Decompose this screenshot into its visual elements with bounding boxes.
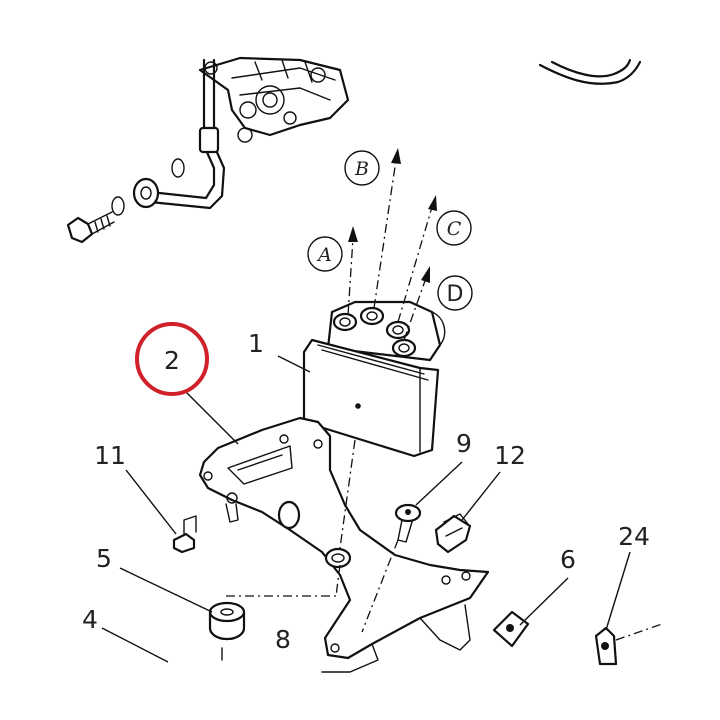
- cover-screw-icon: [355, 403, 361, 409]
- port-label-c-text: C: [447, 218, 462, 240]
- callout-5: 5: [96, 544, 112, 573]
- bracket-24: [594, 623, 663, 666]
- port-label-b-text: B: [354, 158, 369, 180]
- clip-nut-6: [492, 610, 530, 648]
- callout-8: 8: [275, 625, 291, 654]
- rubber-grommet-5: [208, 601, 246, 661]
- brake-caliper-assembly: [198, 56, 350, 143]
- callout-4: 4: [82, 605, 98, 634]
- mounting-bracket: [198, 416, 490, 673]
- callout-6: 6: [560, 545, 576, 574]
- callout-9: 9: [456, 429, 472, 458]
- callout-12: 12: [494, 441, 526, 470]
- port-label-c: C: [436, 210, 472, 246]
- leader-lines: [101, 355, 631, 663]
- port-flow-arrows: [347, 148, 437, 341]
- callout-11: 11: [94, 441, 126, 470]
- port-label-d-text: D: [447, 282, 464, 307]
- banjo-bolt: [66, 211, 115, 244]
- port-label-a: A: [307, 236, 343, 272]
- port-label-d: D: [437, 275, 473, 311]
- abs-ports: [332, 306, 417, 358]
- callout-2: 2: [164, 346, 180, 375]
- bolt-11: [172, 515, 197, 554]
- abs-modulator-unit: [302, 300, 446, 458]
- port-label-b: B: [344, 150, 380, 186]
- clip-nut-12: [434, 513, 472, 554]
- bolt-9: [394, 503, 422, 543]
- port-label-a-text: A: [316, 244, 332, 266]
- callout-24: 24: [618, 522, 650, 551]
- callout-1: 1: [248, 329, 264, 358]
- brake-pipe: [148, 58, 226, 210]
- banjo-fitting: [111, 158, 185, 216]
- highlight-circle: [135, 322, 209, 396]
- frame-curve: [538, 58, 642, 85]
